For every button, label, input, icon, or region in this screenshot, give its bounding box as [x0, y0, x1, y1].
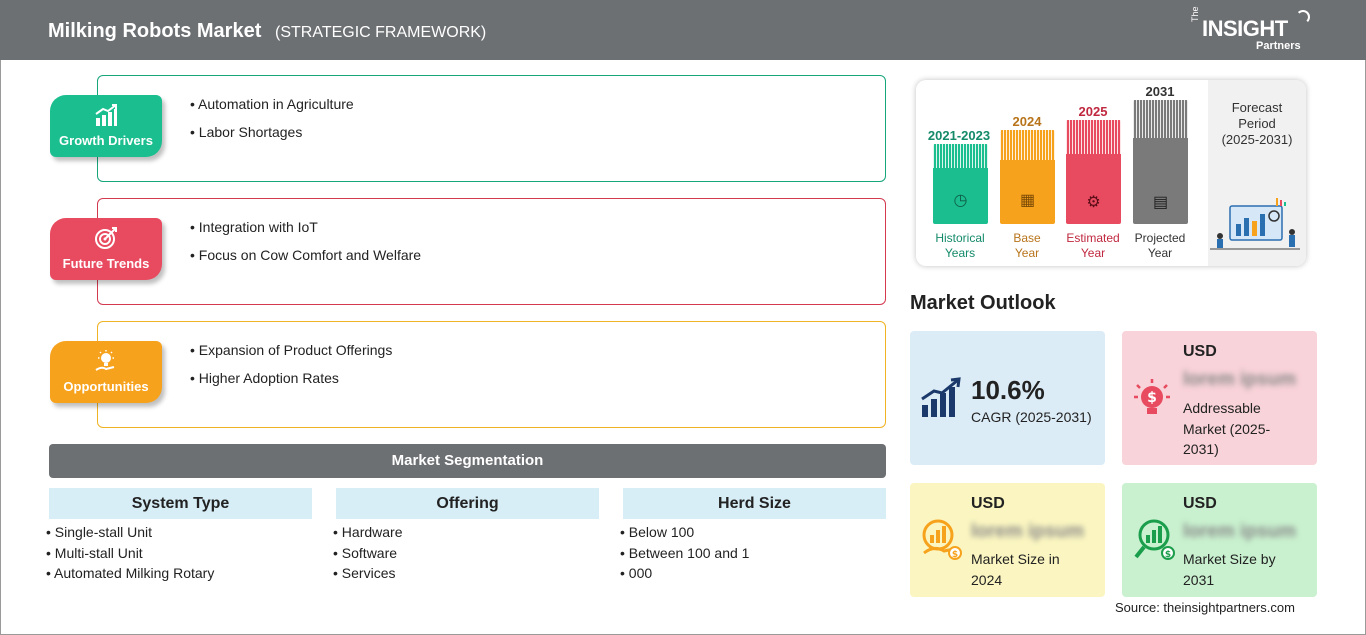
segment-head-system-type: System Type [49, 488, 312, 519]
addressable-value: lorem ipsum [1183, 369, 1296, 390]
list-item: • Hardware [333, 524, 403, 540]
size2024-currency: USD [971, 495, 1005, 512]
list-item: • Automated Milking Rotary [46, 565, 215, 581]
growth-drivers-box [97, 75, 886, 182]
segment-list-offering: • Hardware • Software • Services [333, 524, 403, 586]
list-item: • Single-stall Unit [46, 524, 153, 540]
lightbulb-icon [95, 350, 115, 371]
cagr-label: CAGR (2025-2031) [971, 409, 1092, 425]
target-icon [95, 227, 117, 249]
list-item: • Software [333, 544, 398, 561]
page-subtitle: (STRATEGIC FRAMEWORK) [275, 24, 487, 41]
logo-the: The [1190, 6, 1200, 22]
future-trends-label: Future Trends [62, 256, 150, 271]
bar-base: ▦ [1000, 130, 1055, 224]
size2024-value: lorem ipsum [971, 521, 1084, 542]
bar-projected: ▤ [1133, 100, 1188, 224]
future-trends-list: • Integration with IoT • Focus on Cow Co… [190, 219, 421, 275]
analytics-illustration-icon [1210, 198, 1300, 250]
list-item: • 000 [620, 565, 653, 581]
bar-chart-icon [95, 104, 117, 126]
header-bar: Milking Robots Market (STRATEGIC FRAMEWO… [0, 0, 1366, 60]
segment-head-herd-size: Herd Size [623, 488, 886, 519]
cagr-card: 10.6% CAGR (2025-2031) [910, 331, 1105, 465]
growth-drivers-list: • Automation in Agriculture • Labor Shor… [190, 96, 354, 152]
bar-estimated: ⚙ [1066, 120, 1121, 224]
segment-list-system-type: • Single-stall Unit • Multi-stall Unit •… [46, 524, 214, 586]
presentation-icon: ▤ [1152, 194, 1169, 211]
list-item: • Integration with IoT [190, 219, 318, 235]
list-item: • Labor Shortages [190, 124, 303, 140]
svg-text:$: $ [1165, 550, 1171, 560]
opportunities-label: Opportunities [63, 379, 149, 394]
svg-text:$: $ [1147, 390, 1157, 406]
opportunities-badge: Opportunities [50, 341, 162, 403]
insight-partners-logo: The INSIGHT Partners [1190, 6, 1320, 54]
growth-drivers-label: Growth Drivers [59, 133, 153, 148]
market-outlook-title: Market Outlook [910, 292, 1056, 314]
list-item: • Services [333, 565, 396, 581]
money-growth-icon: $ [1134, 519, 1175, 560]
logo-arc-icon [1296, 10, 1310, 24]
calendar-icon: ▦ [1019, 192, 1036, 209]
future-trends-badge: Future Trends [50, 218, 162, 280]
cagr-value: 10.6% [971, 375, 1045, 405]
svg-text:$: $ [952, 550, 958, 560]
year-historical: 2021-2023 [927, 128, 991, 143]
list-item: • Expansion of Product Offerings [190, 342, 393, 358]
source-note: Source: theinsightpartners.com [1115, 600, 1295, 615]
list-item: • Focus on Cow Comfort and Welfare [190, 247, 422, 263]
list-item: • Higher Adoption Rates [190, 370, 339, 386]
growth-drivers-badge: Growth Drivers [50, 95, 162, 157]
growth-chart-icon [921, 377, 961, 417]
size2031-currency: USD [1183, 495, 1217, 512]
opportunities-list: • Expansion of Product Offerings • Highe… [190, 342, 392, 398]
page-title: Milking Robots Market [48, 20, 262, 42]
addressable-currency: USD [1183, 343, 1217, 360]
list-item: • Below 100 [620, 524, 695, 540]
year-base: 2024 [1012, 114, 1042, 129]
clock-icon: ◷ [953, 192, 968, 209]
segmentation-title: Market Segmentation [49, 444, 886, 478]
list-item: • Multi-stall Unit [46, 544, 143, 561]
year-estimated: 2025 [1078, 104, 1108, 119]
list-item: • Between 100 and 1 [620, 544, 750, 561]
gears-icon: ⚙ [1086, 194, 1101, 211]
logo-insight: INSIGHT [1202, 16, 1288, 41]
bar-historical: ◷ [933, 144, 988, 224]
list-item: • Automation in Agriculture [190, 96, 354, 112]
size2031-value: lorem ipsum [1183, 521, 1296, 542]
logo-partners: Partners [1256, 40, 1301, 52]
dollar-bulb-icon: $ [1134, 379, 1170, 414]
segment-list-herd-size: • Below 100 • Between 100 and 1 • 000 [620, 524, 749, 586]
opportunities-box [97, 321, 886, 428]
segment-head-offering: Offering [336, 488, 599, 519]
future-trends-box [97, 198, 886, 305]
year-projected: 2031 [1145, 84, 1175, 99]
money-chart-icon: $ [922, 519, 962, 560]
